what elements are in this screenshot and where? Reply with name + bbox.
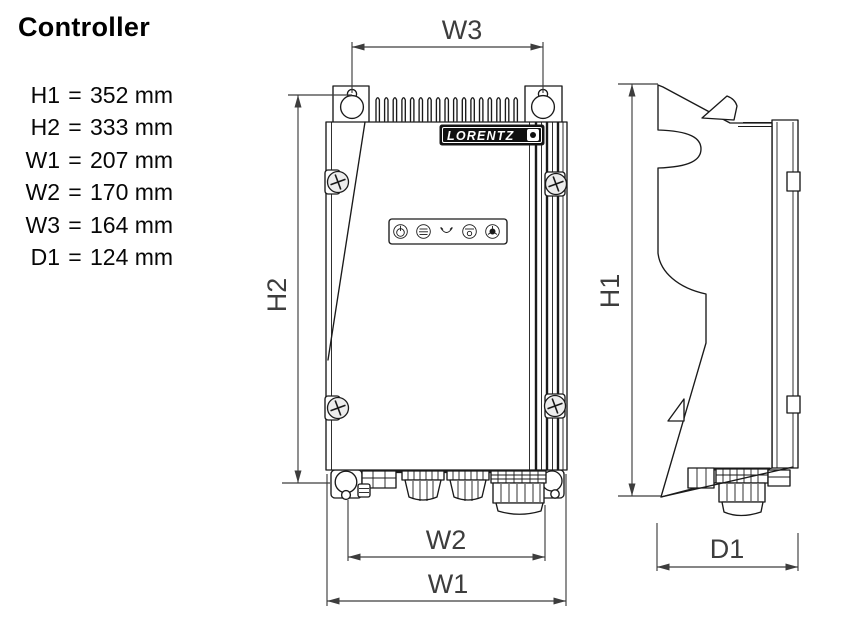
controller-body-side — [657, 84, 773, 498]
dimension-label-h2: H2 — [262, 278, 292, 313]
dimension-label: W1 — [25, 146, 61, 173]
cable-gland-side — [687, 467, 791, 517]
dimension-value: 124 mm — [90, 244, 174, 271]
dimension-w3: W3 — [351, 15, 544, 93]
dimension-value: 352 mm — [90, 82, 174, 108]
mounting-tab-bottom-left — [330, 469, 363, 501]
equals-sign: = — [68, 179, 82, 206]
lid-fold-line — [327, 121, 366, 361]
dimension-row-d1: D1 = 124 mm — [16, 241, 266, 273]
mounting-clip — [786, 171, 801, 192]
dimension-row-h2: H2 = 333 mm — [16, 111, 266, 143]
brand-label: LORENTZ — [447, 129, 515, 143]
bottom-edge — [660, 466, 794, 498]
power-led-icon — [393, 224, 408, 239]
screw-icon — [543, 394, 567, 418]
cable-gland — [446, 470, 490, 501]
dimension-value: 207 mm — [90, 146, 174, 173]
dimension-label: H1 — [30, 82, 60, 108]
dimension-label: H2 — [30, 114, 60, 141]
equals-sign: = — [68, 114, 82, 141]
side-view — [657, 84, 801, 517]
bottom-facet — [667, 398, 685, 422]
equals-sign: = — [68, 82, 82, 108]
dimension-label-w3: W3 — [442, 15, 483, 45]
dimension-value: 170 mm — [90, 179, 174, 206]
dimension-w1: W1 — [326, 474, 567, 606]
equals-sign: = — [68, 211, 82, 238]
tank-full-led-icon — [462, 224, 477, 239]
dimension-label-h1: H1 — [595, 274, 625, 309]
pv-input-led-icon — [416, 224, 431, 239]
dimension-h1: H1 — [595, 83, 661, 497]
dimension-value: 333 mm — [90, 114, 174, 141]
lorentz-badge: LORENTZ — [439, 124, 545, 146]
dimension-row-w3: W3 = 164 mm — [16, 209, 266, 241]
dimension-w2: W2 — [347, 500, 546, 561]
dimension-h2: H2 — [262, 94, 352, 484]
equals-sign: = — [68, 244, 82, 271]
dimension-list: H1 = 352 mm H2 = 333 mm W1 = 207 mm W2 =… — [16, 79, 266, 273]
mounting-clip — [786, 395, 801, 414]
dimension-label: W2 — [25, 179, 61, 206]
dimension-d1: D1 — [656, 523, 799, 571]
controller-body-front — [325, 121, 568, 471]
back-plate — [771, 119, 801, 469]
terminal-block — [357, 470, 397, 498]
tab-facet — [701, 95, 738, 121]
page-title: Controller — [18, 12, 151, 42]
dimension-value: 164 mm — [90, 211, 174, 238]
cable-gland-large — [490, 470, 547, 515]
dimension-row-h1: H1 = 352 mm — [16, 79, 266, 111]
water-low-led-icon — [440, 227, 453, 233]
screw-icon — [326, 396, 350, 420]
spec-panel: Controller H1 = 352 mm H2 = 333 mm W1 = … — [16, 12, 266, 273]
dimension-label-w1: W1 — [428, 569, 469, 599]
led-panel — [388, 218, 508, 245]
dimension-label-d1: D1 — [710, 534, 745, 564]
cable-gland — [401, 470, 445, 501]
dimension-label: D1 — [30, 244, 60, 271]
mounting-tab-top-left — [332, 85, 370, 125]
equals-sign: = — [68, 146, 82, 173]
pump-running-led-icon — [485, 224, 500, 239]
keyhole-slot-icon — [550, 489, 560, 499]
screw-icon — [326, 170, 350, 194]
screw-icon — [544, 172, 568, 196]
dimension-label-w2: W2 — [426, 525, 467, 555]
keyhole-slot-icon — [340, 489, 352, 501]
dimension-row-w2: W2 = 170 mm — [16, 176, 266, 208]
front-view: LORENTZ — [324, 85, 568, 515]
heatsink-fins-top — [375, 97, 519, 122]
dimension-label: W3 — [25, 211, 61, 238]
dimension-row-w1: W1 = 207 mm — [16, 144, 266, 176]
